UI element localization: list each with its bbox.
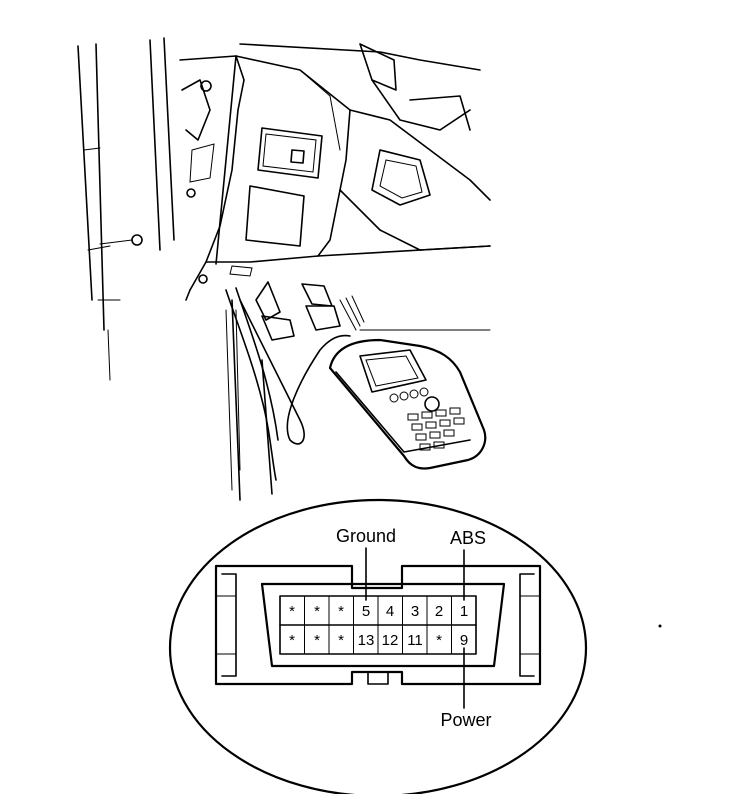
pin-label: 3	[411, 603, 419, 620]
pin-label: *	[289, 632, 295, 649]
vehicle-interior-illustration	[77, 37, 491, 491]
pin-label: 4	[386, 603, 394, 620]
abs-label: ABS	[450, 528, 486, 548]
stray-dot	[658, 624, 662, 628]
pin-label: 13	[358, 632, 375, 649]
pin-label: 2	[435, 603, 443, 620]
pin-label: *	[314, 603, 320, 620]
pin-label: *	[314, 632, 320, 649]
pin-label: 11	[407, 632, 423, 649]
pin-label: 5	[362, 603, 370, 620]
pin-label: *	[338, 603, 344, 620]
pin-label: 12	[382, 632, 399, 649]
scan-tool	[328, 338, 487, 470]
pin-label: 1	[460, 603, 468, 620]
pin-label: *	[338, 632, 344, 649]
pin-label: 9	[460, 632, 468, 649]
pin-label: *	[436, 632, 442, 649]
scan-tool-keypad	[389, 387, 465, 451]
pin-grid: * * * 5 4 3 2 1 * * * 13 12 11 * 9	[279, 595, 477, 655]
abs-callout: ABS	[450, 528, 486, 601]
obd-connector: * * * 5 4 3 2 1 * * * 13 12 11 * 9	[214, 564, 542, 686]
ground-callout: Ground	[336, 526, 396, 601]
ground-label: Ground	[336, 526, 396, 546]
power-label: Power	[440, 710, 491, 730]
power-callout: Power	[440, 647, 492, 730]
pin-label: *	[289, 603, 295, 620]
